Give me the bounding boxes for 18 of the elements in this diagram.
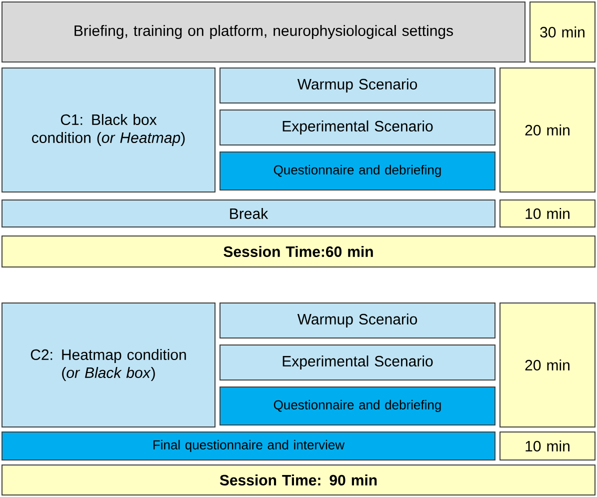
duration-box: 20 min — [500, 302, 596, 428]
duration-box: 10 min — [500, 200, 596, 228]
condition-box: C1: Black box condition (or Heatmap) — [2, 68, 216, 192]
duration-box: 20 min — [500, 68, 596, 192]
activity-box: Questionnaire and debriefing — [220, 152, 496, 190]
duration-box: 30 min — [530, 2, 596, 62]
condition-box: C2: Heatmap condition (or Black box) — [2, 302, 216, 428]
activity-box: Warmup Scenario — [220, 302, 496, 338]
activity-box: Questionnaire and debriefing — [220, 386, 496, 426]
duration-box: 10 min — [500, 432, 596, 460]
activity-box: Briefing, training on platform, neurophysiological settings — [2, 2, 526, 62]
activity-box: Experimental Scenario — [220, 344, 496, 380]
activity-box: Warmup Scenario — [220, 68, 496, 104]
session-time-box: Session Time: 90 min — [2, 464, 596, 496]
activity-box: Experimental Scenario — [220, 110, 496, 146]
activity-box: Final questionnaire and interview — [2, 432, 496, 460]
session-time-box: Session Time:60 min — [2, 236, 596, 268]
activity-box: Break — [2, 200, 496, 228]
